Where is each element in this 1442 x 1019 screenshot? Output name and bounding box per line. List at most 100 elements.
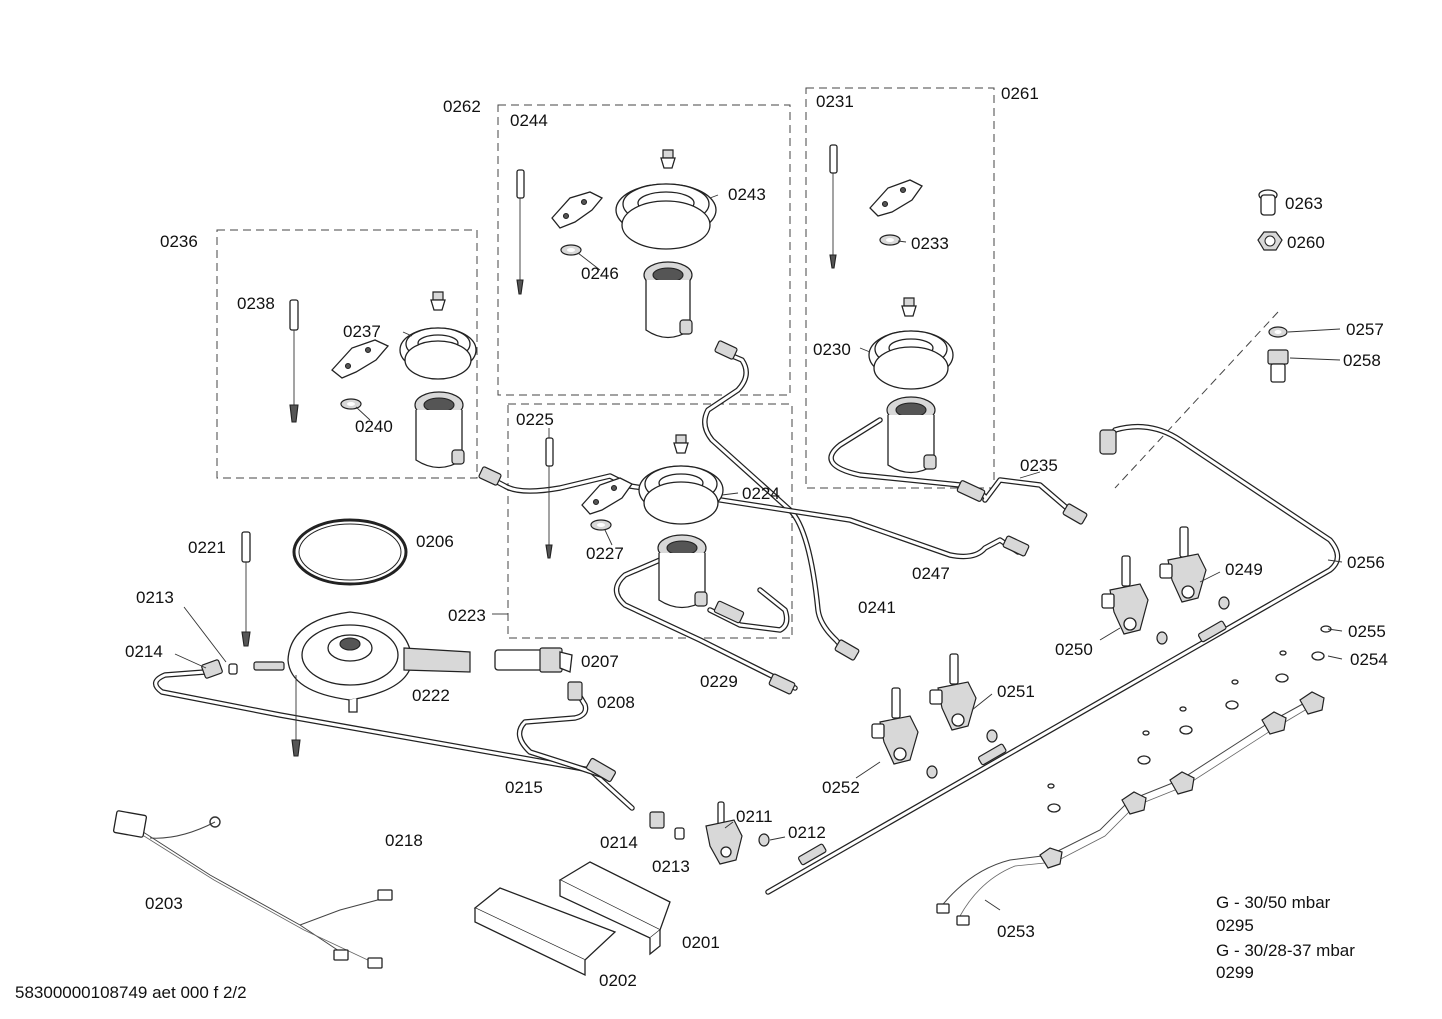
pipe-0208-inner [518,688,612,780]
part-label-0261: 0261 [1001,84,1039,103]
note-code-2: 0299 [1216,963,1254,982]
part-label-0249: 0249 [1225,560,1263,579]
part-label-0225: 0225 [516,410,554,429]
pipe-0247-inner [484,474,1020,558]
nut-0214-bottom [649,811,665,829]
part-label-0251: 0251 [997,682,1035,701]
gas-pipes [153,347,1341,895]
group-box-0261 [805,87,995,489]
part-label-0213-bottom: 0213 [652,857,690,876]
part-label-0244: 0244 [510,111,548,130]
part-label-0252: 0252 [822,778,860,797]
gas-tap-0250 [1101,555,1149,635]
pipe-0215-inner [154,670,634,810]
burner-body-left [414,391,465,469]
part-label-0211: 0211 [736,807,773,826]
leader-lines [174,194,1343,911]
part-label-0230: 0230 [813,340,851,359]
part-label-0255: 0255 [1348,622,1386,641]
burner-body-centre [657,534,708,609]
seal-ring-0206 [292,518,408,586]
washer-0233 [879,234,901,246]
part-label-0203: 0203 [145,894,183,913]
gas-tap-0211 [705,801,743,865]
olive-0213-bottom [674,827,685,840]
part-labels: 0262 0244 0243 0246 0231 0261 0233 0263 … [125,84,1388,990]
burner-body-top-right [886,396,937,474]
gas-tap-0251 [929,653,977,731]
part-label-0263: 0263 [1285,194,1323,213]
part-label-0237: 0237 [343,322,381,341]
part-label-0240: 0240 [355,417,393,436]
part-label-0236: 0236 [160,232,198,251]
part-label-0227: 0227 [586,544,624,563]
group-line-0256 [1114,311,1279,489]
connector-0222-side [253,661,285,671]
part-label-0223: 0223 [448,606,486,625]
wok-burner-0222 [287,611,471,757]
electrode-0221 [241,531,251,647]
ignition-harness-0253 [936,625,1332,926]
nut-0214-left [201,659,223,679]
electrode-0225 [545,437,554,559]
part-label-0262: 0262 [443,97,481,116]
part-label-0256: 0256 [1347,553,1385,572]
part-label-0221: 0221 [188,538,226,557]
note-pressure-1: G - 30/50 mbar [1216,893,1331,912]
burner-group-0261 [829,144,954,474]
pipe-0229-b-inner [708,588,789,632]
part-label-0214-left: 0214 [125,642,163,661]
part-label-0231: 0231 [816,92,854,111]
connector-0207 [494,647,573,673]
washer-0227 [590,519,612,531]
group-box-0236 [216,229,478,479]
washer-0240 [340,398,362,410]
burner-cap-0237 [399,327,477,380]
washer-0257 [1268,326,1288,338]
pipe-fittings [478,340,1117,783]
bracket-centre [581,477,633,515]
fitting-0263 [1258,189,1278,216]
part-label-0214-bottom: 0214 [600,833,638,852]
part-label-0254: 0254 [1350,650,1388,669]
bracket-left [331,339,390,379]
part-label-0202: 0202 [599,971,637,990]
part-label-0206: 0206 [416,532,454,551]
part-label-0235: 0235 [1020,456,1058,475]
part-label-0247: 0247 [912,564,950,583]
assembly-group-boxes [216,87,1279,639]
electrode-0231 [829,144,838,269]
bracket-top-centre [551,191,604,229]
part-label-0215: 0215 [505,778,543,797]
part-label-0253: 0253 [997,922,1035,941]
part-label-0250: 0250 [1055,640,1093,659]
part-label-0212: 0212 [788,823,826,842]
burner-body-top-centre [643,261,693,339]
note-code-1: 0295 [1216,916,1254,935]
part-label-0213-left: 0213 [136,588,174,607]
part-label-0260: 0260 [1287,233,1325,252]
part-label-0238: 0238 [237,294,275,313]
pipe-0229-inner [615,558,797,690]
drawing-footer-code: 58300000108749 aet 000 f 2/2 [15,983,247,1002]
bracket-0201 [558,861,671,956]
part-label-0201: 0201 [682,933,720,952]
bracket-top-right [869,179,923,217]
injector-centre [673,434,689,454]
burner-cap-0230 [868,330,954,390]
note-pressure-2: G - 30/28-37 mbar [1216,941,1355,960]
washer-0246 [560,244,582,256]
burner-cap-0224 [638,465,724,525]
wiring-loom-0203 [112,810,393,969]
burner-cap-0243 [615,183,717,250]
part-label-0241: 0241 [858,598,896,617]
burner-group-0236 [289,291,477,469]
part-label-0233: 0233 [911,234,949,253]
part-label-0243: 0243 [728,185,766,204]
part-label-0222: 0222 [412,686,450,705]
part-label-0257: 0257 [1346,320,1384,339]
fitting-0258 [1267,349,1289,383]
burner-group-0223 [545,434,724,609]
small-nuts [758,596,1230,866]
part-label-0246: 0246 [581,264,619,283]
